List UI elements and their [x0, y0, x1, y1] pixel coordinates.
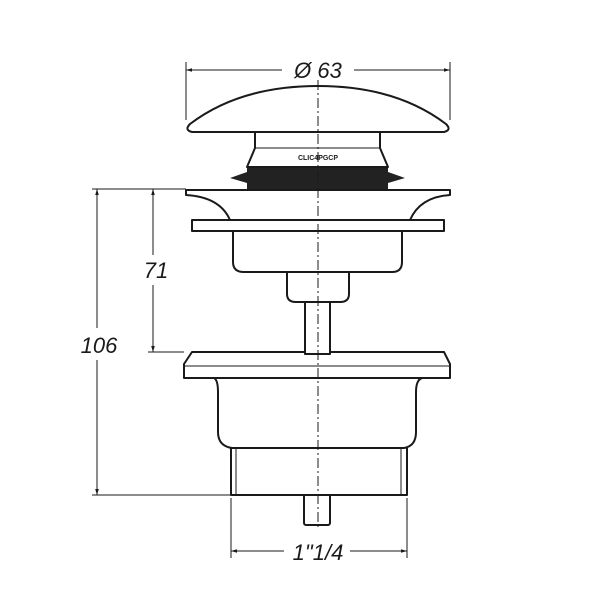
svg-text:Ø 63: Ø 63 — [293, 58, 342, 83]
dimension-thread: 1"1/4 — [230, 498, 408, 565]
svg-text:106: 106 — [81, 333, 118, 358]
dimension-106: 106 — [81, 188, 231, 496]
lower-flange — [183, 351, 451, 379]
svg-text:1"1/4: 1"1/4 — [293, 540, 344, 565]
dimension-diameter: Ø 63 — [185, 58, 451, 120]
svg-text:71: 71 — [144, 258, 168, 283]
dimension-71: 71 — [144, 188, 186, 353]
lower-pipe — [230, 445, 408, 496]
